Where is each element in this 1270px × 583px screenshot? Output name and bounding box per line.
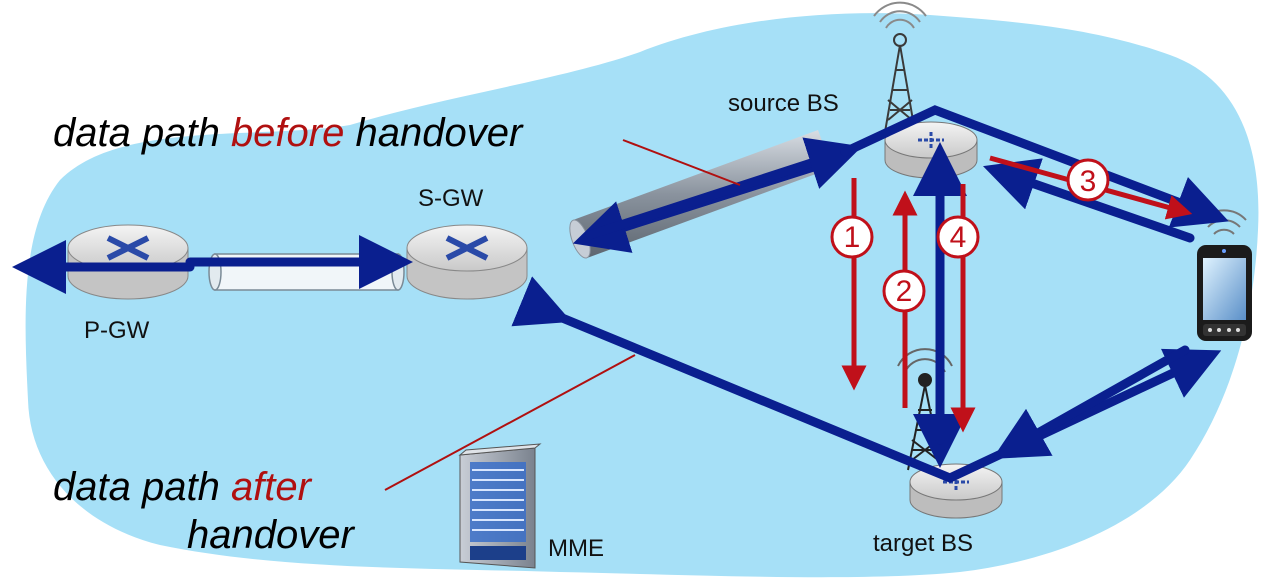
svg-text:1: 1: [844, 221, 861, 254]
smartphone-icon: [1197, 245, 1252, 341]
label-mme: MME: [548, 535, 604, 562]
antenna-tower-icon: [873, 1, 927, 133]
caption-before: data path before handover: [53, 111, 523, 155]
label-pgw: P-GW: [84, 317, 150, 344]
step-badge-4: 4: [936, 215, 980, 259]
label-target-bs: target BS: [873, 530, 974, 557]
svg-text:2: 2: [896, 275, 913, 308]
caption-after-line2: handover: [187, 513, 354, 557]
data-path-before: [12, 105, 1229, 294]
step-badge-3: 3: [1066, 158, 1110, 202]
step-badge-2: 2: [882, 269, 926, 313]
leader-line-after: [384, 354, 636, 491]
router-icon: [406, 224, 528, 300]
server-rack-icon: [458, 443, 542, 569]
label-source-bs: source BS: [728, 90, 839, 117]
caption-before-highlight: before: [230, 111, 345, 155]
svg-text:3: 3: [1080, 165, 1097, 198]
caption-after: data path after: [53, 465, 311, 509]
label-sgw: S-GW: [418, 185, 484, 212]
router-icon: [67, 224, 189, 300]
step-badge-1: 1: [830, 215, 874, 259]
svg-text:4: 4: [950, 221, 967, 254]
data-path-source-phone: [982, 158, 1195, 243]
caption-after-highlight: after: [230, 465, 311, 509]
leader-line-before: [622, 139, 741, 186]
data-path-after: [511, 276, 1222, 483]
